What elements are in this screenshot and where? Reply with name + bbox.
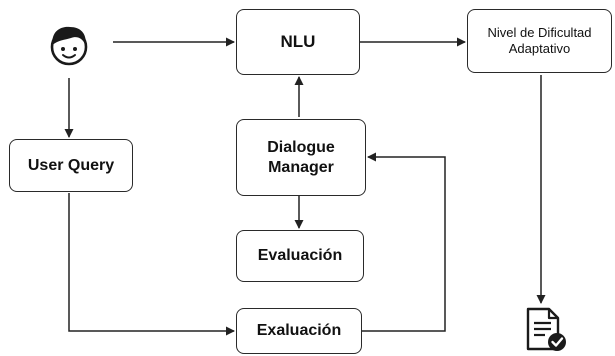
user-face-icon bbox=[50, 26, 88, 66]
evaluacion-label: Evaluación bbox=[257, 247, 343, 264]
exaluacion-label: Exaluación bbox=[256, 322, 342, 339]
nivel-dificultad-label: Nivel de Dificultad Adaptativo bbox=[487, 24, 592, 56]
arrow-exaluacion-to-dialogue-manager bbox=[362, 152, 446, 332]
dialogue-manager-label: Dialogue Manager bbox=[267, 138, 335, 176]
nivel-dificultad-node: Nivel de Dificultad Adaptativo bbox=[467, 9, 612, 73]
user-query-label: User Query bbox=[27, 156, 115, 174]
nlu-label: NLU bbox=[280, 32, 316, 52]
evaluacion-node: Evaluación bbox=[236, 230, 364, 282]
user-query-node: User Query bbox=[9, 139, 133, 192]
nlu-node: NLU bbox=[236, 9, 360, 75]
arrow-user-query-to-exaluacion bbox=[68, 193, 235, 336]
dialogue-manager-node: Dialogue Manager bbox=[236, 119, 366, 196]
document-check-icon bbox=[526, 307, 566, 351]
exaluacion-node: Exaluación bbox=[236, 308, 362, 354]
